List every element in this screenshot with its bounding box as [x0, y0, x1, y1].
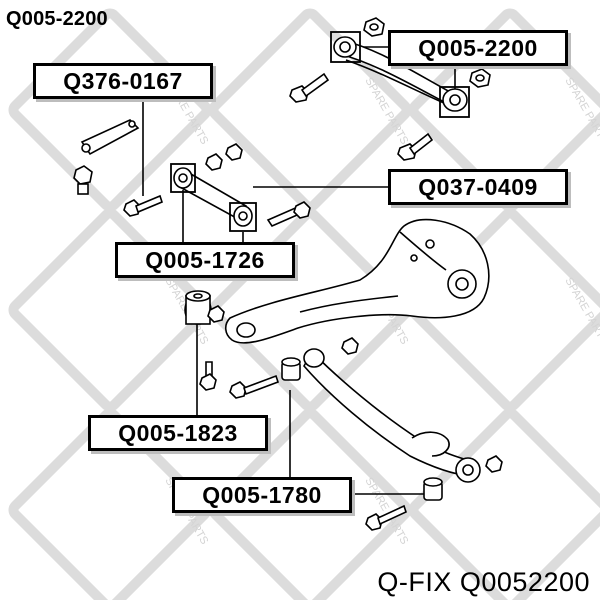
leader-lines: [142, 46, 456, 495]
footer-part-number: Q-FIX Q0052200: [377, 567, 590, 597]
part-label-q005-1823: Q005-1823: [88, 415, 268, 451]
part-label-q037-0409: Q037-0409: [388, 169, 568, 205]
knuckle-bushing: [184, 290, 225, 391]
link-bracket: [73, 119, 163, 217]
part-label-q005-2200: Q005-2200: [388, 30, 568, 66]
part-label-q376-0167: Q376-0167: [33, 63, 213, 99]
trailing-arm: [224, 218, 490, 344]
upper-link: [170, 143, 311, 232]
part-label-q005-1726: Q005-1726: [115, 242, 295, 278]
lower-arm: [229, 337, 503, 531]
part-label-q005-1780: Q005-1780: [172, 477, 352, 513]
upper-curved-arm: [289, 17, 491, 161]
page-title: Q005-2200: [6, 8, 108, 30]
